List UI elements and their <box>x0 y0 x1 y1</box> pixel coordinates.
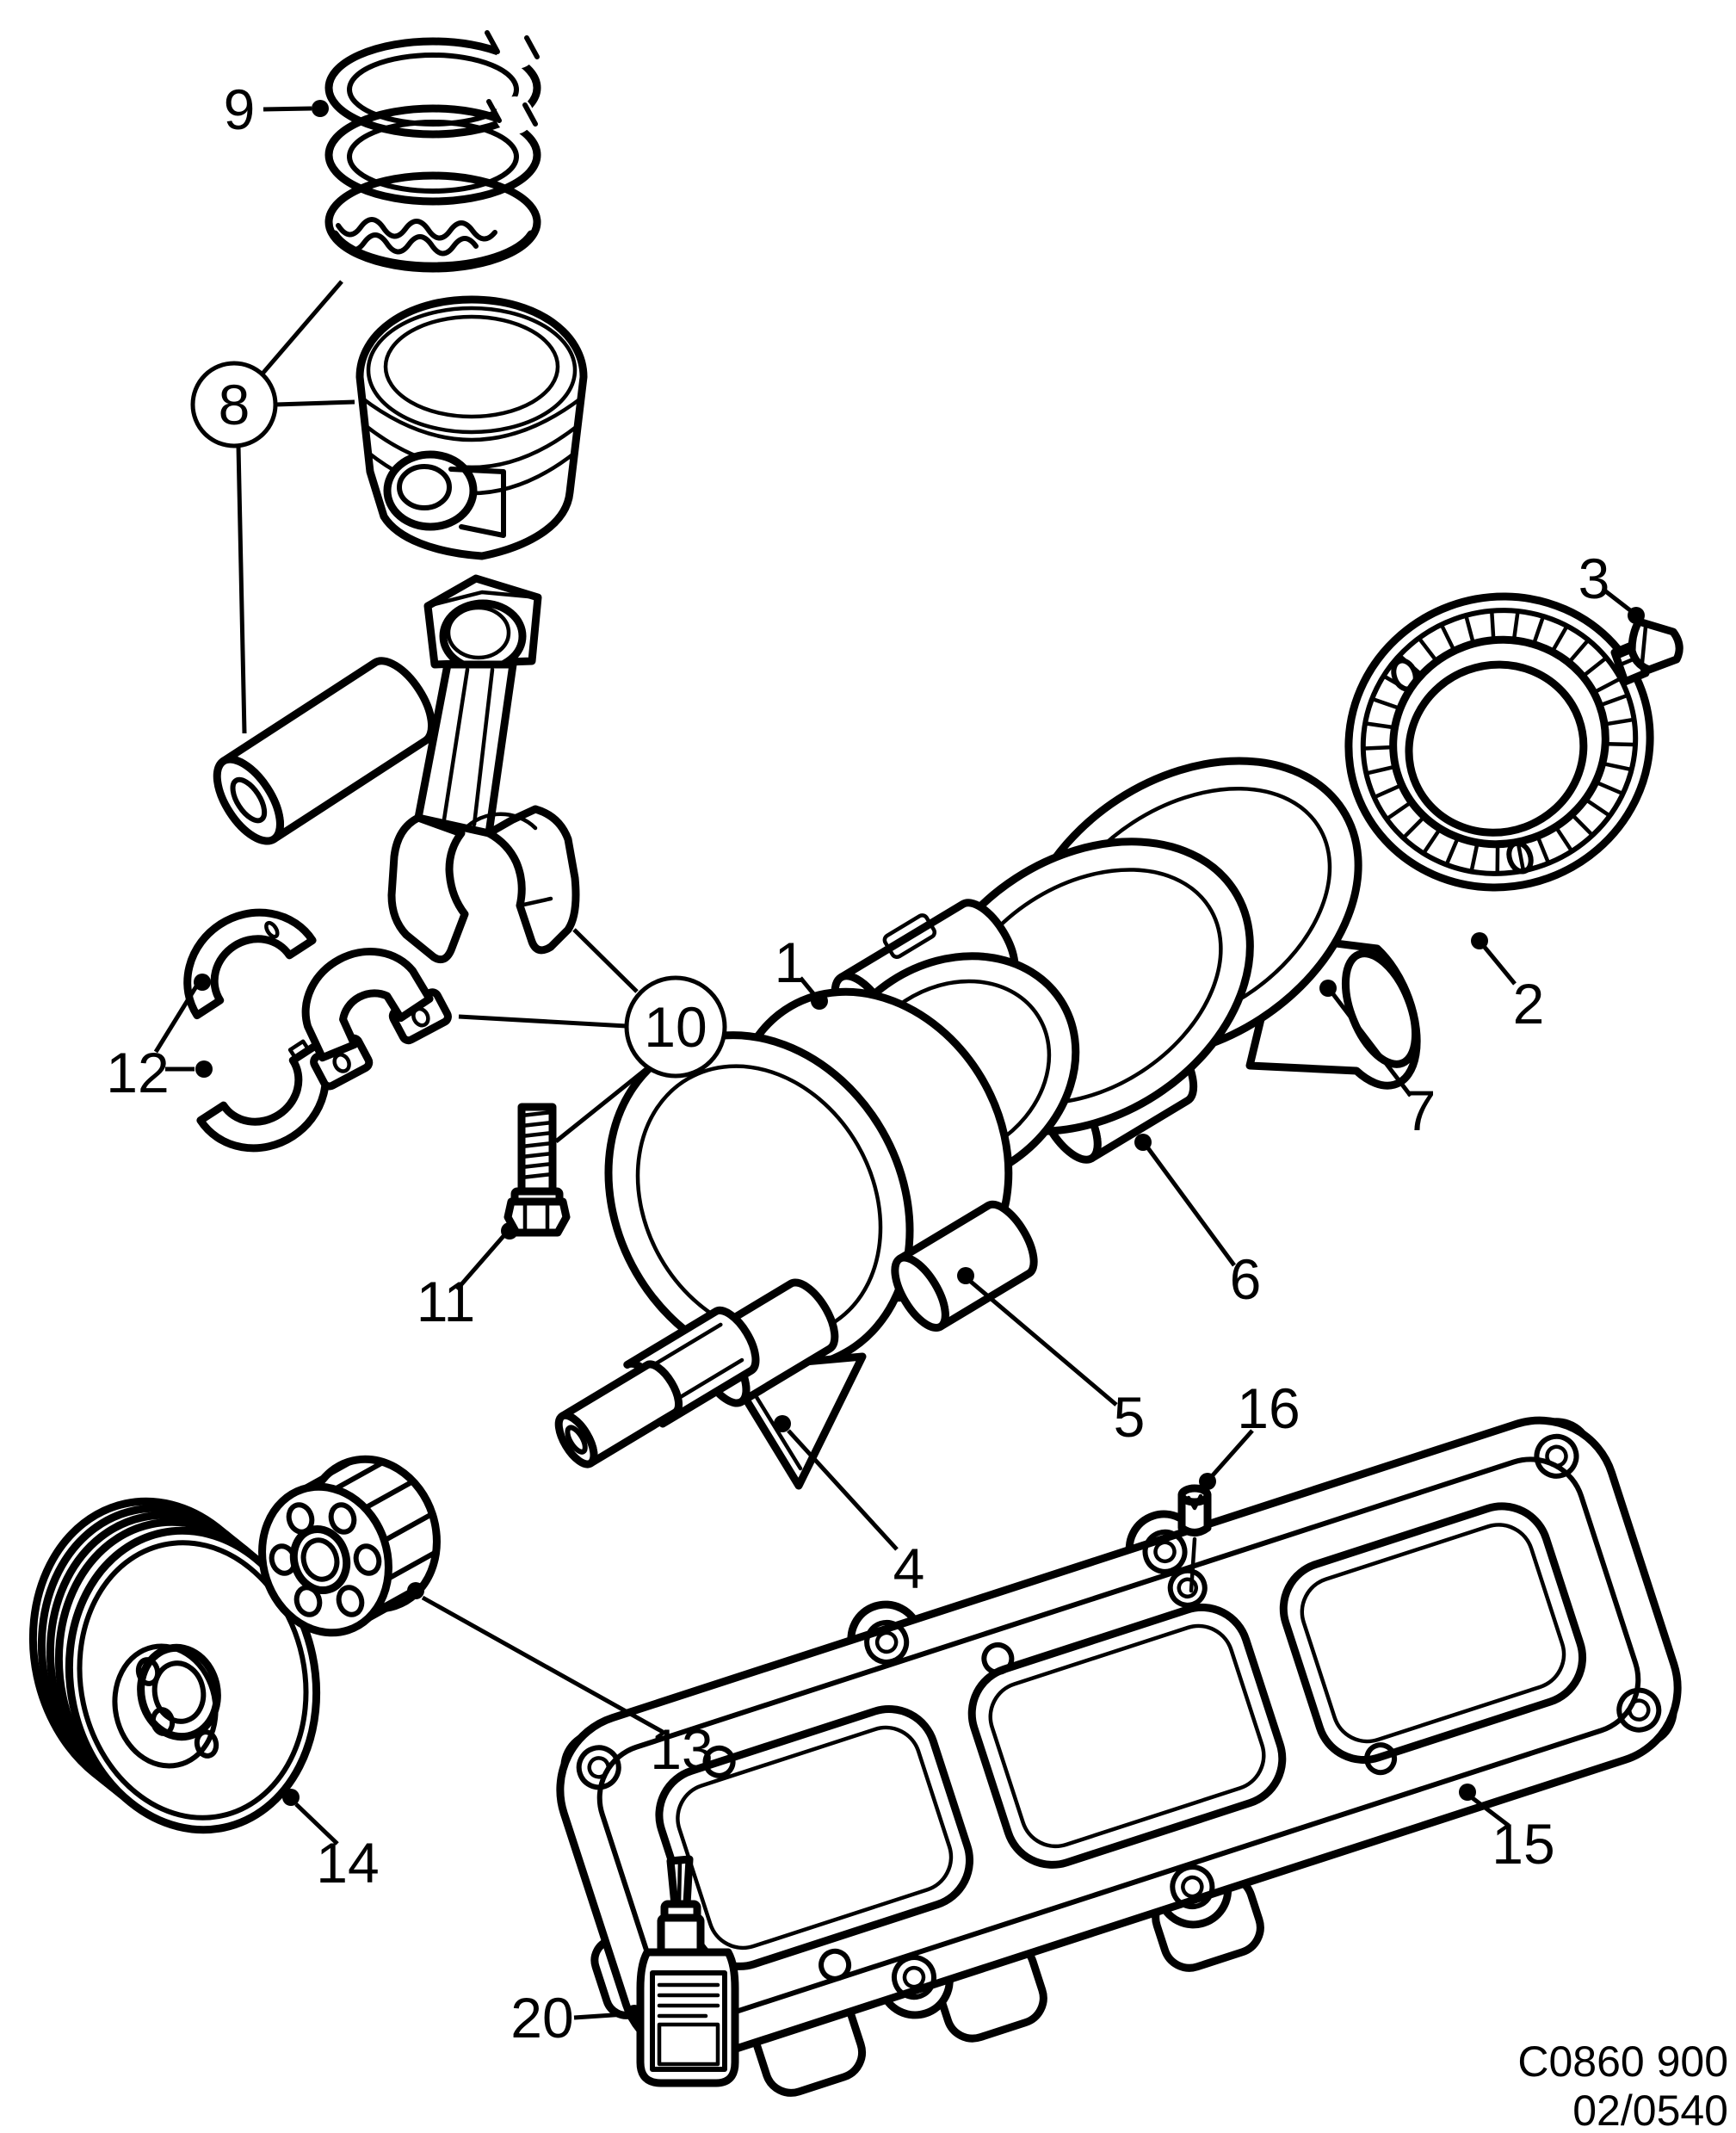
callout-3[interactable]: 3 <box>1578 547 1645 624</box>
callout-8[interactable]: 8 <box>190 280 355 734</box>
callout-label-12[interactable]: 12 <box>106 1041 169 1104</box>
drawing-code: C0860 900 <box>1517 2037 1728 2086</box>
callout-label-8[interactable]: 8 <box>219 373 250 436</box>
drawing-revision: 02/0540 <box>1572 2087 1728 2133</box>
callout-label-11[interactable]: 11 <box>417 1270 476 1333</box>
callout-7[interactable]: 7 <box>1319 980 1436 1142</box>
callout-4[interactable]: 4 <box>774 1415 924 1600</box>
callout-label-14[interactable]: 14 <box>316 1831 379 1895</box>
callout-6[interactable]: 6 <box>1134 1134 1261 1311</box>
callout-label-20[interactable]: 20 <box>510 1986 573 2050</box>
rod-bearing-cap <box>301 947 452 1091</box>
callout-15[interactable]: 15 <box>1459 1784 1555 1876</box>
callout-11[interactable]: 11 <box>417 1222 518 1333</box>
plug <box>1177 1484 1212 1593</box>
connecting-rod <box>387 574 580 964</box>
sensor-ring <box>1344 592 1654 892</box>
callout-1[interactable]: 1 <box>775 930 828 1010</box>
callout-16[interactable]: 16 <box>1199 1376 1300 1490</box>
callout-label-9[interactable]: 9 <box>224 77 256 141</box>
crank-pulley <box>28 1497 321 1834</box>
callout-label-6[interactable]: 6 <box>1230 1247 1262 1311</box>
callout-10[interactable]: 10 <box>458 928 727 1143</box>
rod-bolt <box>504 1103 571 1237</box>
callout-label-4[interactable]: 4 <box>893 1536 925 1600</box>
callout-label-13[interactable]: 13 <box>650 1717 713 1781</box>
piston-ring-set <box>324 28 541 273</box>
callout-label-15[interactable]: 15 <box>1492 1812 1554 1876</box>
crankshaft <box>554 757 1421 1490</box>
callout-label-10[interactable]: 10 <box>644 995 707 1059</box>
callout-2[interactable]: 2 <box>1471 932 1544 1036</box>
piston <box>355 295 588 560</box>
center-main-journal <box>891 1200 1038 1332</box>
callout-label-1[interactable]: 1 <box>775 930 806 994</box>
bearing-shell-upper <box>183 908 317 1020</box>
callout-12[interactable]: 12 <box>106 974 213 1104</box>
callout-label-2[interactable]: 2 <box>1513 972 1545 1036</box>
main-bearing-bridge <box>556 1416 1682 2097</box>
callout-5[interactable]: 5 <box>957 1267 1145 1449</box>
callout-14[interactable]: 14 <box>282 1789 380 1895</box>
piston-pin <box>213 657 436 845</box>
crank-nose <box>554 1306 760 1468</box>
callout-20[interactable]: 20 <box>510 1986 643 2050</box>
screw <box>1610 617 1683 686</box>
callout-label-7[interactable]: 7 <box>1405 1079 1436 1142</box>
callout-label-16[interactable]: 16 <box>1237 1376 1300 1440</box>
callout-label-3[interactable]: 3 <box>1578 547 1610 610</box>
callout-label-5[interactable]: 5 <box>1114 1385 1146 1449</box>
sealant-bottle <box>636 1855 739 2087</box>
callout-13[interactable]: 13 <box>407 1582 714 1781</box>
callout-9[interactable]: 9 <box>224 77 329 141</box>
reluctor-teeth <box>1362 610 1636 875</box>
